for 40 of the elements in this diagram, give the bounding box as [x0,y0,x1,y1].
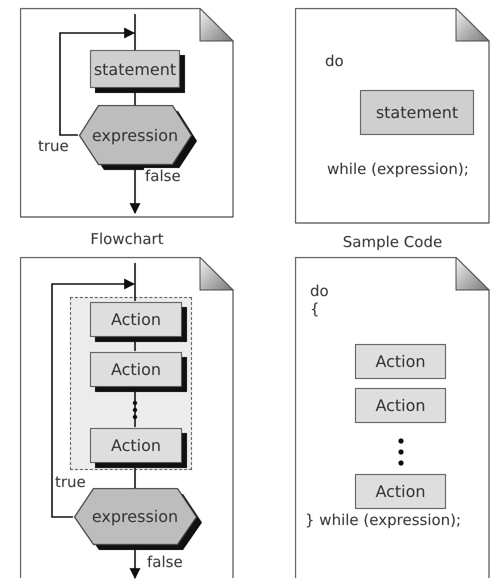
node-label: Action [110,310,162,329]
connector-line [134,341,136,351]
node-label: statement [376,103,458,122]
code-text: do [310,282,329,300]
arrow [51,278,136,518]
connector-line [134,263,136,301]
node-label: Action [110,436,162,455]
node-label: expression [92,507,178,526]
code-text: } while (expression); [305,511,462,529]
decision-hexagon [73,488,203,551]
edge-label: true [37,138,70,154]
arrow [130,165,140,214]
edge-label: true [54,474,87,490]
node-label: expression [92,126,178,144]
arrow [59,28,136,136]
node-label: Action [110,360,162,379]
connector-line [134,467,136,488]
page-shape [20,257,234,579]
node-label: Action [375,352,426,371]
process-box [355,344,446,379]
process-box [355,388,446,423]
page-shape [295,8,490,253]
edge-label: false [144,168,182,184]
caption-text: Flowchart [90,230,164,248]
edge-label: false [146,554,184,570]
dashed-group-box [70,297,192,470]
node-label: Action [375,396,426,415]
code-text: do [325,52,344,70]
node-label: statement [94,60,176,78]
page-shape [295,257,490,579]
decision-hexagon [78,105,198,171]
process-box [360,90,474,135]
caption-text: Sample Code [342,232,442,250]
process-box [355,474,446,509]
arrow [130,545,140,579]
connector-line [134,14,136,50]
connector-line [134,391,136,427]
node-label: Action [375,482,426,501]
code-text: { [310,300,320,318]
code-text: while (expression); [327,160,469,178]
